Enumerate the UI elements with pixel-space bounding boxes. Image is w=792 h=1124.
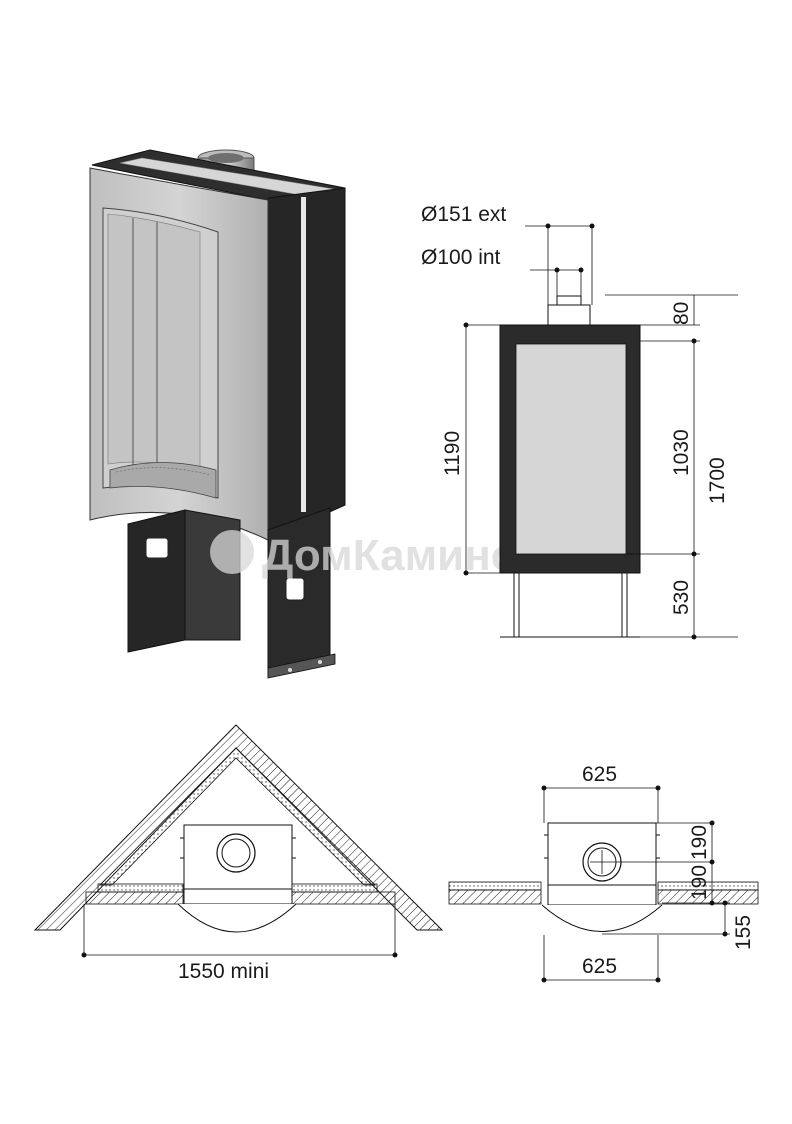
dim-1700: 1700: [706, 457, 729, 504]
front-elevation: Ø151 ext Ø100 int 80 1030 530 1700 1190: [421, 203, 738, 640]
corner-plan-view: 1550 mini: [33, 724, 444, 983]
dim-80: 80: [670, 302, 693, 325]
fireplace-3d-view: [89, 149, 346, 679]
wall-plan-view: 625 625 190 190 155: [448, 763, 759, 983]
dim-1190: 1190: [441, 431, 464, 476]
dim-1550: 1550 mini: [178, 960, 269, 983]
flue-int-label: Ø100 int: [421, 246, 501, 269]
side-highlight: [301, 197, 306, 512]
dim-625-bottom: 625: [582, 955, 617, 978]
watermark-text: ДомКаминов: [262, 531, 545, 580]
side-panel: [267, 187, 346, 541]
dim-190-b: 190: [688, 865, 711, 900]
dim-190-a: 190: [688, 825, 711, 860]
dim-625-top: 625: [582, 763, 617, 786]
front-glass: [515, 343, 627, 555]
fireplace-legs: [127, 507, 336, 679]
dim-1030: 1030: [670, 429, 693, 476]
dim-155: 155: [732, 915, 755, 950]
flue-ext-label: Ø151 ext: [421, 203, 506, 226]
watermark: ДомКаминов: [210, 530, 545, 580]
dim-530: 530: [670, 580, 693, 615]
